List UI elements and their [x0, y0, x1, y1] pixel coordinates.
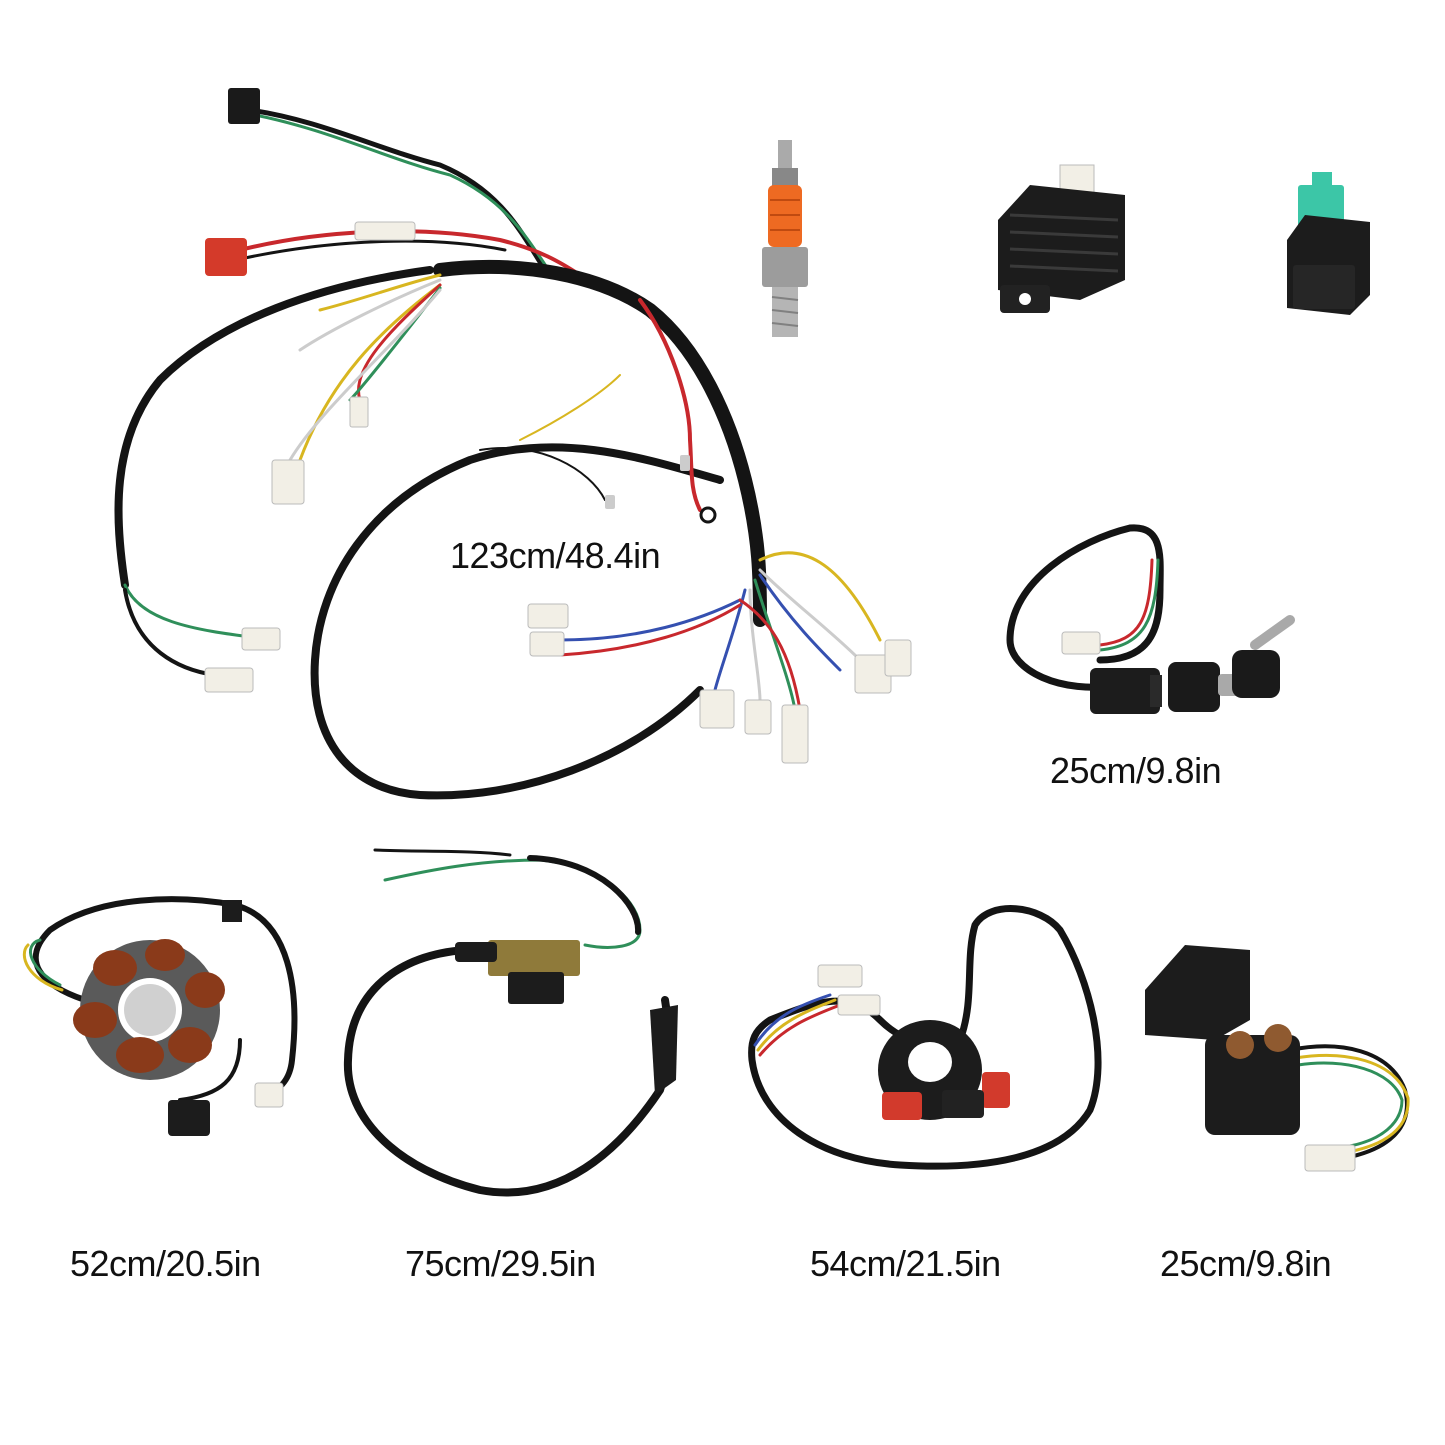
spark-plug: [762, 140, 808, 337]
relay-length-label: 25cm/9.8in: [1160, 1243, 1332, 1284]
ignition-switch-length-label: 25cm/9.8in: [1050, 750, 1222, 791]
harness-connectors: [204, 88, 912, 764]
handlebar-switch-length-label: 54cm/21.5in: [810, 1243, 1001, 1284]
harness-length-label: 123cm/48.4in: [450, 535, 661, 576]
handlebar-switch: [748, 905, 1102, 1170]
ignition-coil: [343, 848, 678, 1197]
starter-relay: [1145, 945, 1410, 1172]
stator: [22, 896, 298, 1136]
ignition-key-switch: [1006, 524, 1295, 714]
regulator-rectifier: [998, 164, 1125, 313]
wiring-harness: [114, 107, 882, 800]
stator-length-label: 52cm/20.5in: [70, 1243, 261, 1284]
ignition-coil-length-label: 75cm/29.5in: [405, 1243, 596, 1284]
cdi-box: [1287, 172, 1370, 315]
